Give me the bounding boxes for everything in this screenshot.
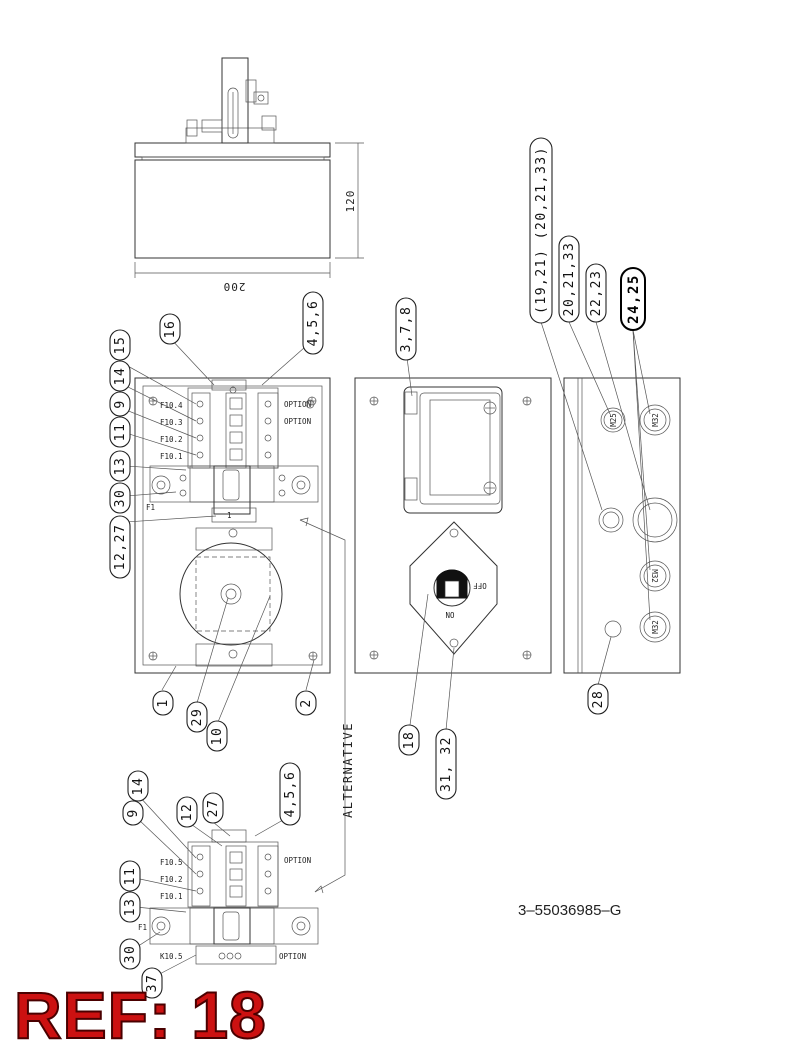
alt-balloon-30: 30 <box>123 945 138 964</box>
balloon-24-25: 24,25 <box>626 274 642 324</box>
alt-balloon-12: 12 <box>180 803 195 822</box>
label-m25: M25 <box>609 413 618 427</box>
top-view: 200 120 <box>134 57 364 293</box>
alt-balloon-11: 11 <box>123 867 138 886</box>
balloon-31-32: 31, 32 <box>439 736 454 792</box>
alt-label-option-2: OPTION <box>279 952 306 961</box>
balloons: 16 4,5,6 15 14 9 11 13 30 12,27 1 29 10 … <box>109 137 646 999</box>
balloon-9: 9 <box>113 399 128 408</box>
label-option-2: OPTION <box>284 417 311 426</box>
balloon-14: 14 <box>113 367 128 386</box>
label-on: ON <box>445 610 454 619</box>
balloon-16: 16 <box>163 320 178 339</box>
balloon-12-27: 12,27 <box>113 524 128 571</box>
alternative-label: ALTERNATIVE <box>341 722 355 818</box>
alt-label-option-1: OPTION <box>284 856 311 865</box>
label-option-1: OPTION <box>284 400 311 409</box>
balloon-13: 13 <box>113 457 128 476</box>
alt-balloon-13: 13 <box>123 898 138 917</box>
alt-balloon-9: 9 <box>126 808 141 817</box>
alt-balloon-27: 27 <box>206 799 221 818</box>
alt-label-f1: F1 <box>138 923 147 932</box>
alt-label-f10-5: F10.5 <box>160 858 183 867</box>
label-m32-c: M32 <box>651 620 660 634</box>
balloon-11: 11 <box>113 423 128 442</box>
drawing-number: 3–55036985–G <box>518 902 621 919</box>
alt-balloon-4-5-6: 4,5,6 <box>283 771 298 818</box>
label-m32-a: M32 <box>651 413 660 427</box>
side-view: M25 M32 M32 M32 <box>563 377 681 674</box>
balloon-28: 28 <box>591 690 606 709</box>
balloon-2: 2 <box>299 698 314 707</box>
balloon-3-7-8: 3,7,8 <box>399 306 414 353</box>
balloon-18: 18 <box>402 731 417 750</box>
balloon-30: 30 <box>113 489 128 508</box>
balloon-1: 1 <box>156 698 171 707</box>
label-f10-2: F10.2 <box>160 435 183 444</box>
front-view: OFF ON <box>354 377 552 674</box>
dimension-height: 120 <box>344 190 357 213</box>
alt-balloon-14: 14 <box>131 777 146 796</box>
alt-label-f10-2: F10.2 <box>160 875 183 884</box>
alt-label-k10-5: K10.5 <box>160 952 183 961</box>
alternative-view: F10.5 F10.2 F10.1 OPTION F1 K10.5 OPTION <box>138 829 319 965</box>
balloon-22-23: 22,23 <box>589 270 604 317</box>
label-f10-3: F10.3 <box>160 418 183 427</box>
balloon-20-21-33: 20,21,33 <box>562 242 577 317</box>
alt-balloon-37: 37 <box>145 974 160 993</box>
alt-label-f10-1: F10.1 <box>160 892 183 901</box>
label-f10-1: F10.1 <box>160 452 183 461</box>
balloon-10: 10 <box>210 727 225 746</box>
reference-label: REF: 18 <box>13 978 267 1052</box>
dimension-width: 200 <box>223 280 246 293</box>
leader-lines <box>125 321 651 979</box>
balloon-4-5-6: 4,5,6 <box>306 300 321 347</box>
label-f10-4: F10.4 <box>160 401 183 410</box>
terminal-mark: 1 <box>227 511 232 520</box>
label-m32-b: M32 <box>650 569 659 583</box>
balloon-15: 15 <box>113 336 128 355</box>
interior-view: F10.4 F10.3 F10.2 F10.1 OPTION OPTION F1… <box>134 377 331 674</box>
label-f1: F1 <box>146 503 155 512</box>
label-off: OFF <box>473 581 487 590</box>
balloon-19-21-20-21-33: (19,21) (20,21,33) <box>534 146 549 314</box>
balloon-29: 29 <box>190 708 205 727</box>
